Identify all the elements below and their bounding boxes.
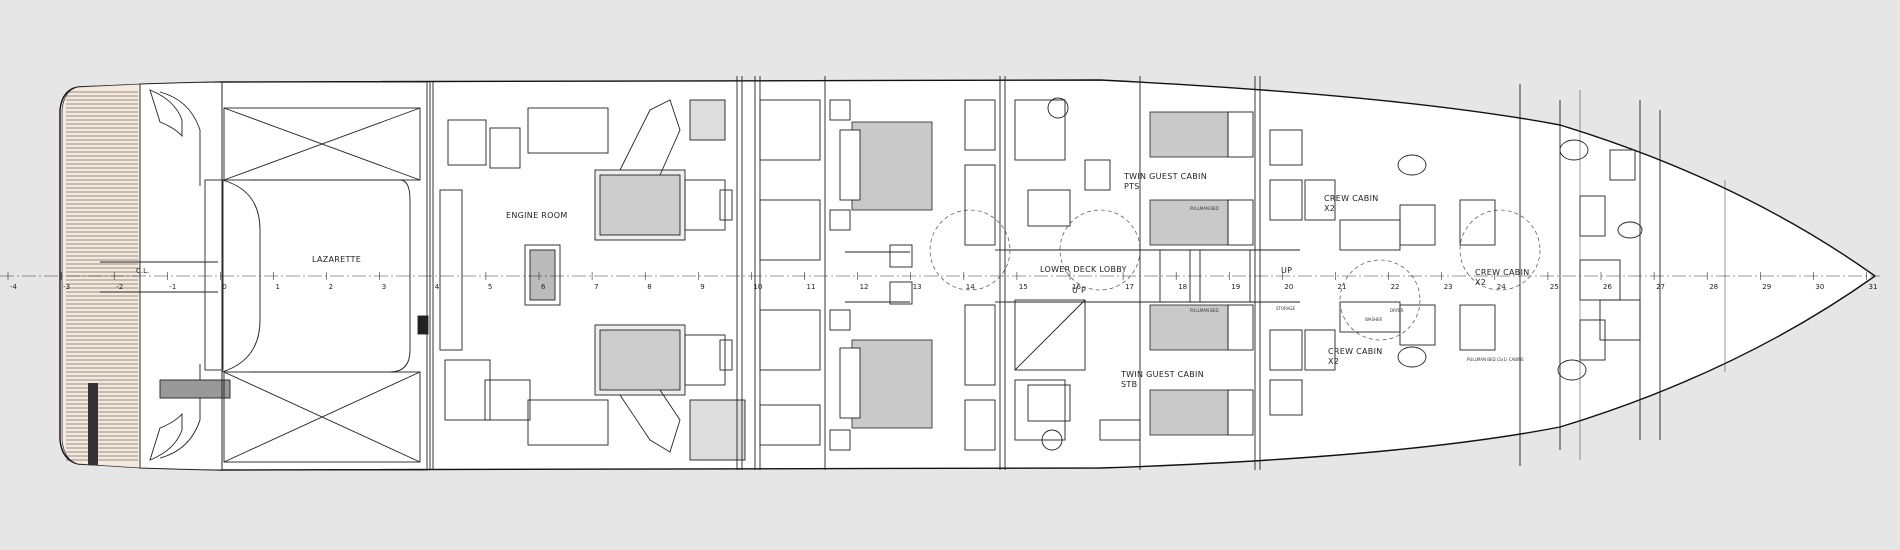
- frame-number: 12: [860, 283, 869, 291]
- frame-number: 22: [1391, 283, 1400, 291]
- up-label-2: UP: [1281, 266, 1292, 275]
- frame-number: 24: [1497, 283, 1506, 291]
- frame-number: 2: [329, 283, 333, 291]
- engine-room: [429, 76, 746, 470]
- frame-number: 10: [753, 283, 762, 291]
- frame-number: 19: [1231, 283, 1240, 291]
- up-label-1: U P: [1072, 286, 1086, 295]
- lazarette-label: LAZARETTE: [312, 255, 361, 264]
- frame-number: 5: [488, 283, 492, 291]
- twin-stb-label-2: STB: [1121, 380, 1137, 389]
- frame-number: 0: [222, 283, 226, 291]
- crew-cabin-2-label-b: X2: [1475, 278, 1486, 287]
- frame-number: 21: [1338, 283, 1347, 291]
- twin-pts-label-2: PTS: [1124, 182, 1140, 191]
- frame-number: 11: [807, 283, 816, 291]
- frame-number: 3: [382, 283, 386, 291]
- frame-number: -3: [63, 283, 70, 291]
- frame-number: 29: [1762, 283, 1771, 291]
- frame-number: 27: [1656, 283, 1665, 291]
- frame-number: 23: [1444, 283, 1453, 291]
- washer-label: WASHER: [1365, 317, 1383, 322]
- crew-cabin-1-label-b: X2: [1324, 204, 1335, 213]
- frame-number: 4: [435, 283, 440, 291]
- frame-number: 26: [1603, 283, 1612, 291]
- frame-number: 1: [276, 283, 280, 291]
- frame-number: -4: [10, 283, 18, 291]
- frame-number: -2: [116, 283, 123, 291]
- frame-number: 6: [541, 283, 546, 291]
- frame-number: 25: [1550, 283, 1559, 291]
- crew-cabin-3-label-b: X2: [1328, 357, 1339, 366]
- twin-pts-label-1: TWIN GUEST CABIN: [1123, 172, 1207, 181]
- guest-cabins-aft: [754, 76, 1010, 470]
- frame-number: 13: [913, 283, 922, 291]
- frame-number: 8: [647, 283, 651, 291]
- storage-label: STORAGE: [1276, 306, 1296, 311]
- frame-number: 28: [1709, 283, 1718, 291]
- frame-number: 7: [594, 283, 598, 291]
- frame-number: 20: [1284, 283, 1293, 291]
- engine-room-label: ENGINE ROOM: [506, 211, 568, 220]
- crew-cabin-3-label-a: CREW CABIN: [1328, 347, 1383, 356]
- frame-number: 15: [1019, 283, 1028, 291]
- crew-cabin-2-label-a: CREW CABIN: [1475, 268, 1530, 277]
- centerline-label: C.L.: [136, 267, 149, 275]
- twin-stb-label-1: TWIN GUEST CABIN: [1120, 370, 1204, 379]
- frame-number: -1: [169, 283, 176, 291]
- crew-cabin-1-label-a: CREW CABIN: [1324, 194, 1379, 203]
- lobby: [929, 97, 1300, 451]
- frame-number: 30: [1815, 283, 1824, 291]
- frame-number: 14: [966, 283, 975, 291]
- frame-number: 17: [1125, 283, 1134, 291]
- dryer-label: DRYER: [1390, 308, 1404, 313]
- twin-guest-cabins: [1139, 76, 1261, 470]
- pullman-label-3: PULLMAN BED (2x1) CABINE: [1467, 357, 1524, 362]
- frame-number: 9: [700, 283, 704, 291]
- frame-number: 16: [1072, 283, 1081, 291]
- pullman-label-2: PULLMAN BED: [1190, 308, 1219, 313]
- hull-outline: [59, 79, 1877, 471]
- frame-number: 31: [1869, 283, 1878, 291]
- pullman-label-1: PULLMAN BED: [1190, 206, 1219, 211]
- frame-number: 18: [1178, 283, 1187, 291]
- lobby-label: LOWER DECK LOBBY: [1040, 265, 1127, 274]
